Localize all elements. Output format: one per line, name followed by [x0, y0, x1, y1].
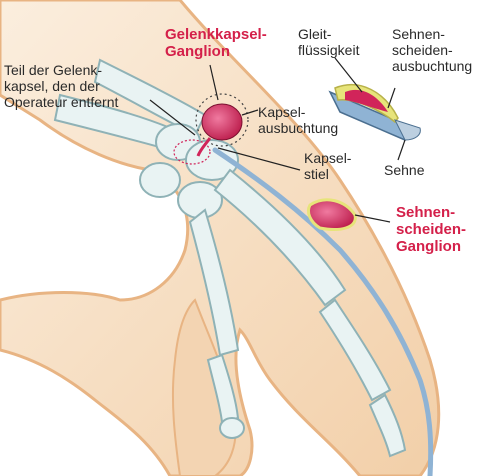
- label-tendon: Sehne: [384, 162, 454, 178]
- label-capsule-bulge: Kapsel- ausbuchtung: [258, 104, 368, 136]
- label-joint-ganglion: Gelenkkapsel- Ganglion: [165, 26, 295, 60]
- label-sheath-ganglion: Sehnen- scheiden- Ganglion: [396, 204, 488, 255]
- label-synovial-fluid: Gleit- flüssigkeit: [298, 26, 388, 58]
- label-capsule-part: Teil der Gelenk- kapsel, den der Operate…: [4, 62, 154, 110]
- label-sheath-bulge: Sehnen- scheiden- ausbuchtung: [392, 26, 488, 74]
- label-capsule-stalk: Kapsel- stiel: [304, 150, 374, 182]
- joint-ganglion-shape: [202, 104, 242, 140]
